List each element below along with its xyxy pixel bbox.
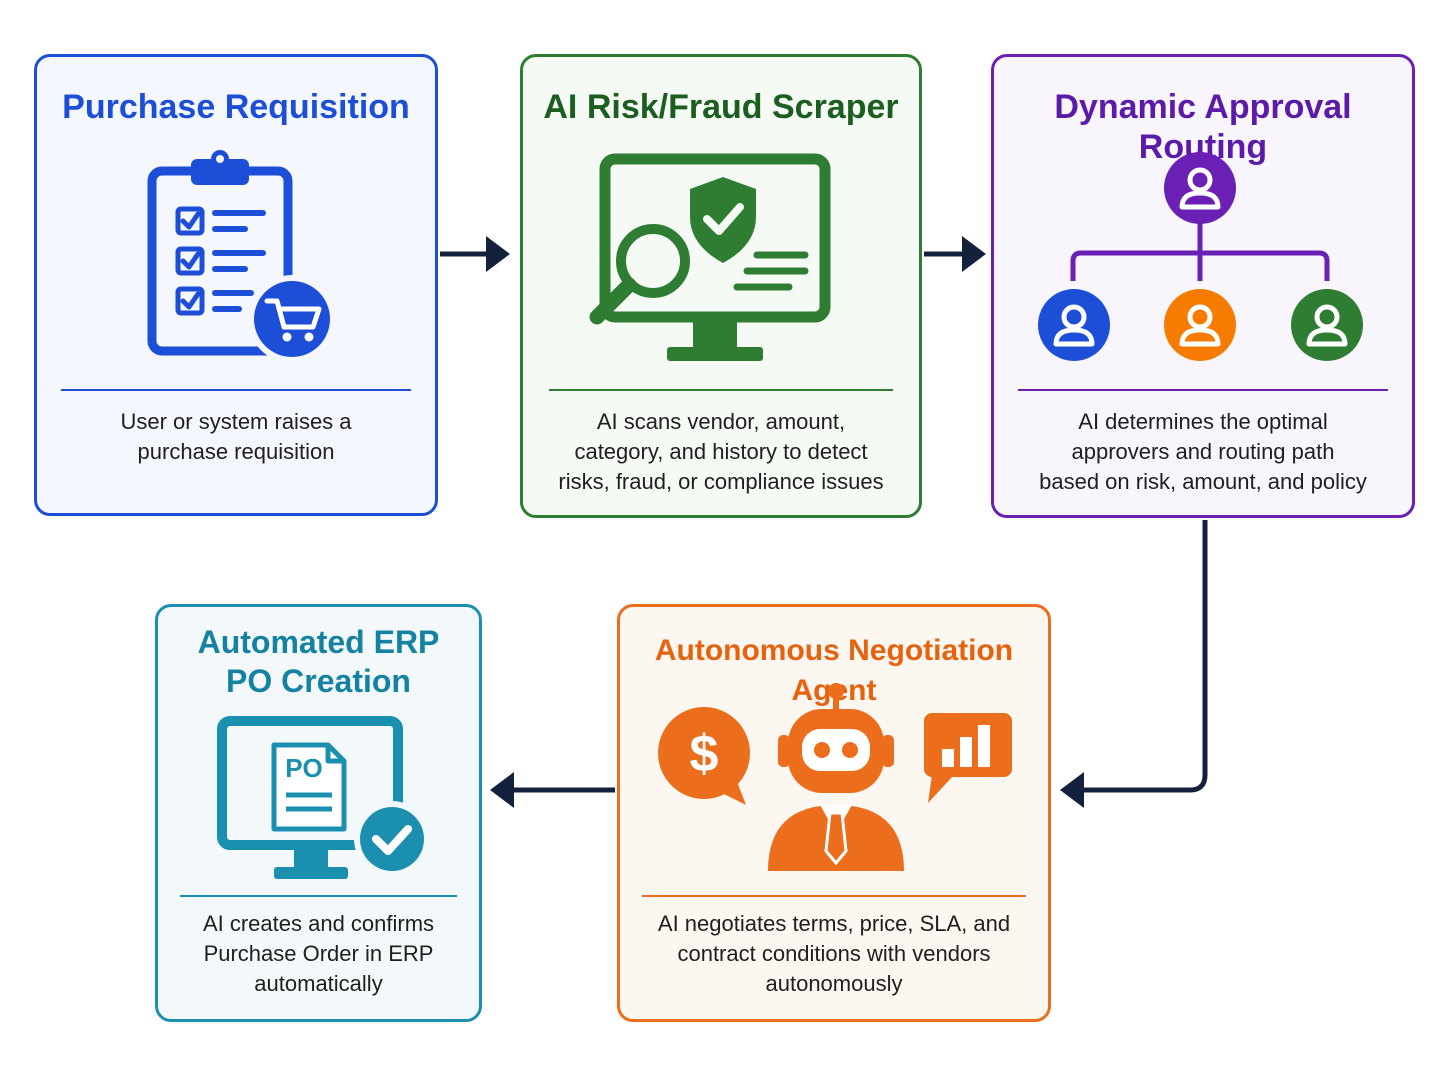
step-automated-erp-po-creation: Automated ERP PO Creation PO AI creates … xyxy=(155,604,482,1022)
desc-line: automatically xyxy=(254,971,383,996)
po-monitor-check-icon: PO xyxy=(217,716,430,879)
arrow-risk-to-routing xyxy=(924,236,986,272)
desc-line: autonomously xyxy=(765,971,903,996)
approver-hierarchy-icon xyxy=(1038,152,1363,361)
desc-line: User or system raises a xyxy=(120,409,352,434)
dollar-symbol: $ xyxy=(690,725,719,783)
dollar-speech-bubble-icon: $ xyxy=(658,707,750,805)
divider xyxy=(642,895,1026,897)
desc-line: based on risk, amount, and policy xyxy=(1039,469,1367,494)
clipboard-cart-icon xyxy=(147,150,336,359)
step-purchase-requisition: Purchase Requisition User xyxy=(34,54,438,516)
step-title: AI Risk/Fraud Scraper xyxy=(543,88,899,126)
arrow-negotiation-to-erp xyxy=(490,772,615,808)
divider xyxy=(1018,389,1388,391)
robot-icon xyxy=(768,683,904,871)
bar-chart-speech-bubble-icon xyxy=(924,713,1012,803)
step-title: Purchase Requisition xyxy=(62,88,410,126)
desc-line: Purchase Order in ERP xyxy=(203,941,434,966)
desc-line: category, and history to detect xyxy=(574,439,868,464)
desc-line: contract conditions with vendors xyxy=(677,941,991,966)
step-description: User or system raises a purchase requisi… xyxy=(47,407,425,467)
step-autonomous-negotiation-agent: Autonomous Negotiation Agent $ xyxy=(617,604,1051,1022)
step-title: Dynamic Approval Routing xyxy=(1054,88,1352,166)
desc-line: AI scans vendor, amount, xyxy=(596,409,846,434)
approver-top xyxy=(1164,152,1236,224)
step-description: AI scans vendor, amount, category, and h… xyxy=(533,407,909,497)
po-label: PO xyxy=(285,753,323,783)
divider xyxy=(180,895,457,897)
desc-line: risks, fraud, or compliance issues xyxy=(558,469,884,494)
monitor-magnifier-shield-icon xyxy=(589,153,831,361)
robot-agent-icon: $ xyxy=(658,683,1012,871)
approver-orange xyxy=(1164,289,1236,361)
desc-line: AI creates and confirms xyxy=(202,911,435,936)
step-title: Automated ERP PO Creation xyxy=(158,623,479,701)
arrow-requisition-to-risk xyxy=(440,236,510,272)
title-line: Automated ERP xyxy=(197,624,440,660)
desc-line: AI negotiates terms, price, SLA, and xyxy=(657,911,1011,936)
desc-line: purchase requisition xyxy=(137,439,335,464)
step-description: AI creates and confirms Purchase Order i… xyxy=(168,909,469,999)
divider xyxy=(61,389,411,391)
title-line: PO Creation xyxy=(226,663,411,699)
step-description: AI negotiates terms, price, SLA, and con… xyxy=(630,909,1038,999)
approver-blue xyxy=(1038,289,1110,361)
step-risk-fraud-scraper: AI Risk/Fraud Scraper AI scans vendor, a… xyxy=(520,54,922,518)
divider xyxy=(549,389,893,391)
desc-line: approvers and routing path xyxy=(1071,439,1335,464)
step-description: AI determines the optimal approvers and … xyxy=(1004,407,1402,497)
desc-line: AI determines the optimal xyxy=(1078,409,1328,434)
approver-green xyxy=(1291,289,1363,361)
step-dynamic-approval-routing: Dynamic Approval Routing AI determin xyxy=(991,54,1415,518)
arrow-routing-to-negotiation xyxy=(1060,520,1208,808)
